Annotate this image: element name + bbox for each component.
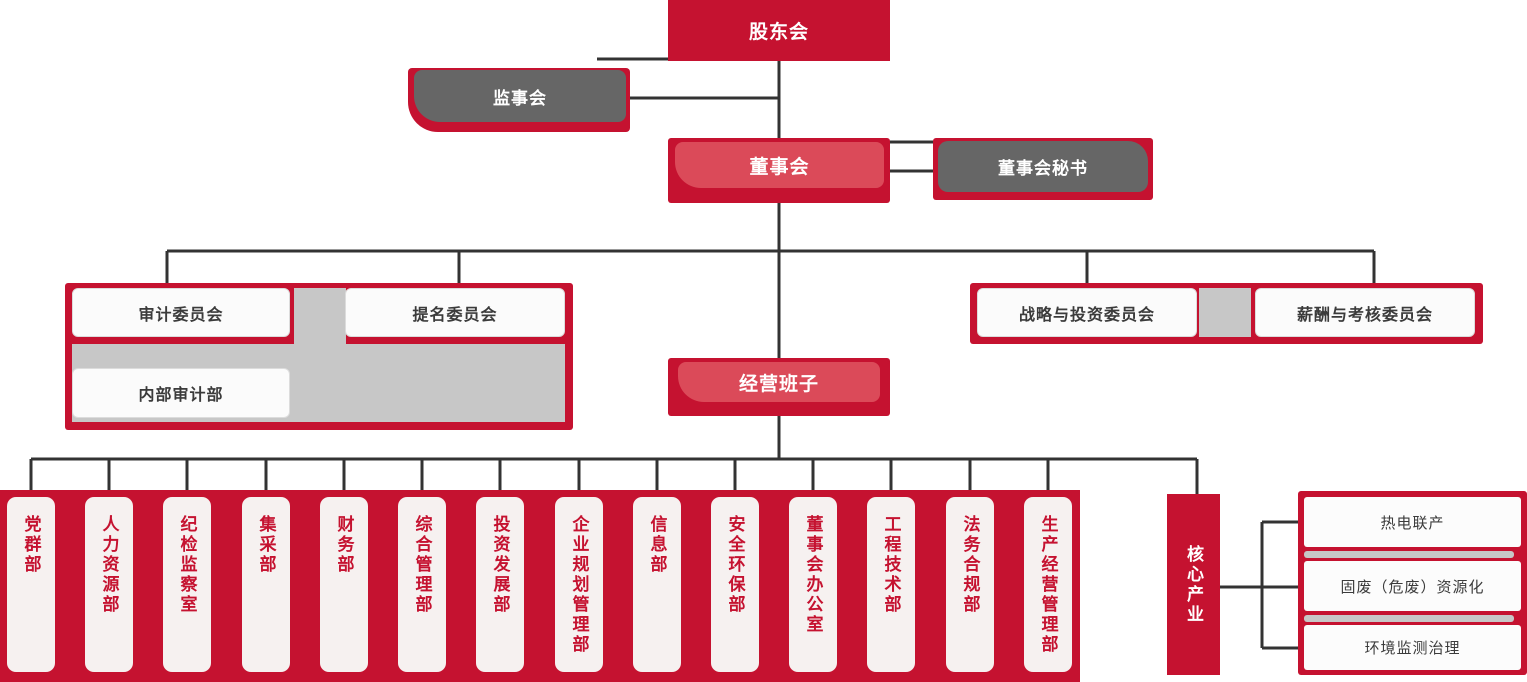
dept-card: 工程技术部 [867,497,915,672]
dept-card: 董事会办公室 [789,497,837,672]
node-compensation-assessment-committee-label: 薪酬与考核委员会 [1296,306,1433,324]
dept-card: 综合管理部 [398,497,446,672]
dept-label: 综合管理部 [412,515,432,615]
node-board-label: 董事会 [749,156,810,178]
industry-separator [1304,615,1514,622]
node-board-secretary-label: 董事会秘书 [998,159,1088,178]
committee-group-right: 战略与投资委员会 薪酬与考核委员会 [970,283,1483,344]
node-compensation-assessment-committee: 薪酬与考核委员会 [1255,288,1475,337]
dept-label: 投资发展部 [490,515,510,615]
committee-group-left: 审计委员会 提名委员会 内部审计部 [65,283,573,430]
industry-item: 固废（危废）资源化 [1304,561,1521,611]
node-strategy-investment-committee-label: 战略与投资委员会 [1018,306,1155,324]
dept-card: 投资发展部 [476,497,524,672]
dept-label: 集采部 [256,515,276,575]
node-board-box: 董事会 [675,142,884,188]
node-board-secretary-box: 董事会秘书 [938,141,1148,192]
node-core-industry: 核心产业 [1167,494,1220,675]
dept-card: 安全环保部 [711,497,759,672]
industry-item: 热电联产 [1304,497,1521,547]
node-strategy-investment-committee: 战略与投资委员会 [977,288,1197,337]
node-supervisory-board-label: 监事会 [493,88,547,108]
dept-label: 董事会办公室 [803,515,823,635]
node-audit-committee: 审计委员会 [72,288,290,337]
dept-card: 法务合规部 [946,497,994,672]
node-management-team-box: 经营班子 [678,362,880,402]
dept-label: 安全环保部 [725,515,745,615]
industry-label: 热电联产 [1380,514,1445,532]
dept-label: 信息部 [647,515,667,575]
node-nomination-committee-label: 提名委员会 [412,306,498,324]
node-nomination-committee: 提名委员会 [345,288,565,337]
node-board: 董事会 [668,138,890,203]
dept-label: 法务合规部 [960,515,980,615]
dept-label: 党群部 [21,515,41,575]
industry-separator [1304,551,1514,558]
node-management-team-label: 经营班子 [738,373,819,395]
dept-card: 企业规划管理部 [555,497,603,672]
dept-label: 财务部 [334,515,354,575]
node-management-team: 经营班子 [668,358,890,416]
dept-card: 信息部 [633,497,681,672]
dept-label: 人力资源部 [99,515,119,615]
dept-card: 纪检监察室 [163,497,211,672]
industry-group: 热电联产 固废（危废）资源化 环境监测治理 [1298,491,1527,675]
node-shareholders-label: 股东会 [748,22,809,43]
node-supervisory-board: 监事会 [408,68,630,132]
node-shareholders: 股东会 [668,0,890,61]
dept-card: 党群部 [7,497,55,672]
dept-label: 纪检监察室 [177,515,197,615]
department-banner [0,490,1080,682]
dept-label: 工程技术部 [881,515,901,615]
node-internal-audit-dept: 内部审计部 [72,368,290,418]
node-internal-audit-dept-label: 内部审计部 [138,387,224,404]
dept-label: 生产经营管理部 [1038,515,1058,655]
gray-divider [1199,288,1251,337]
dept-label: 企业规划管理部 [569,515,589,655]
dept-card: 集采部 [242,497,290,672]
industry-item: 环境监测治理 [1304,625,1521,670]
industry-label: 环境监测治理 [1364,640,1461,657]
node-supervisory-board-box: 监事会 [414,70,626,122]
dept-card: 生产经营管理部 [1024,497,1072,672]
dept-card: 人力资源部 [85,497,133,672]
node-core-industry-label: 核心产业 [1184,544,1203,625]
node-audit-committee-label: 审计委员会 [138,306,224,324]
node-board-secretary: 董事会秘书 [933,138,1153,200]
dept-card: 财务部 [320,497,368,672]
industry-label: 固废（危废）资源化 [1340,578,1485,596]
